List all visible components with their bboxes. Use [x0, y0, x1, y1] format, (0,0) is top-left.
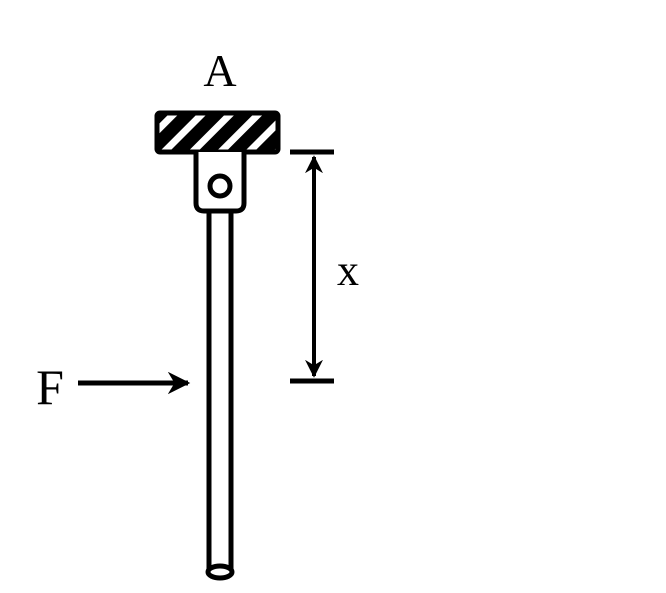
pivot-pin: [207, 173, 233, 199]
hinge-bracket: [193, 152, 247, 214]
distance-label: x: [337, 246, 359, 295]
ceiling-support: [154, 110, 281, 155]
rod: [205, 211, 235, 581]
distance-dimension: [290, 149, 334, 384]
support-label: A: [203, 45, 236, 96]
force-label: F: [36, 359, 64, 415]
